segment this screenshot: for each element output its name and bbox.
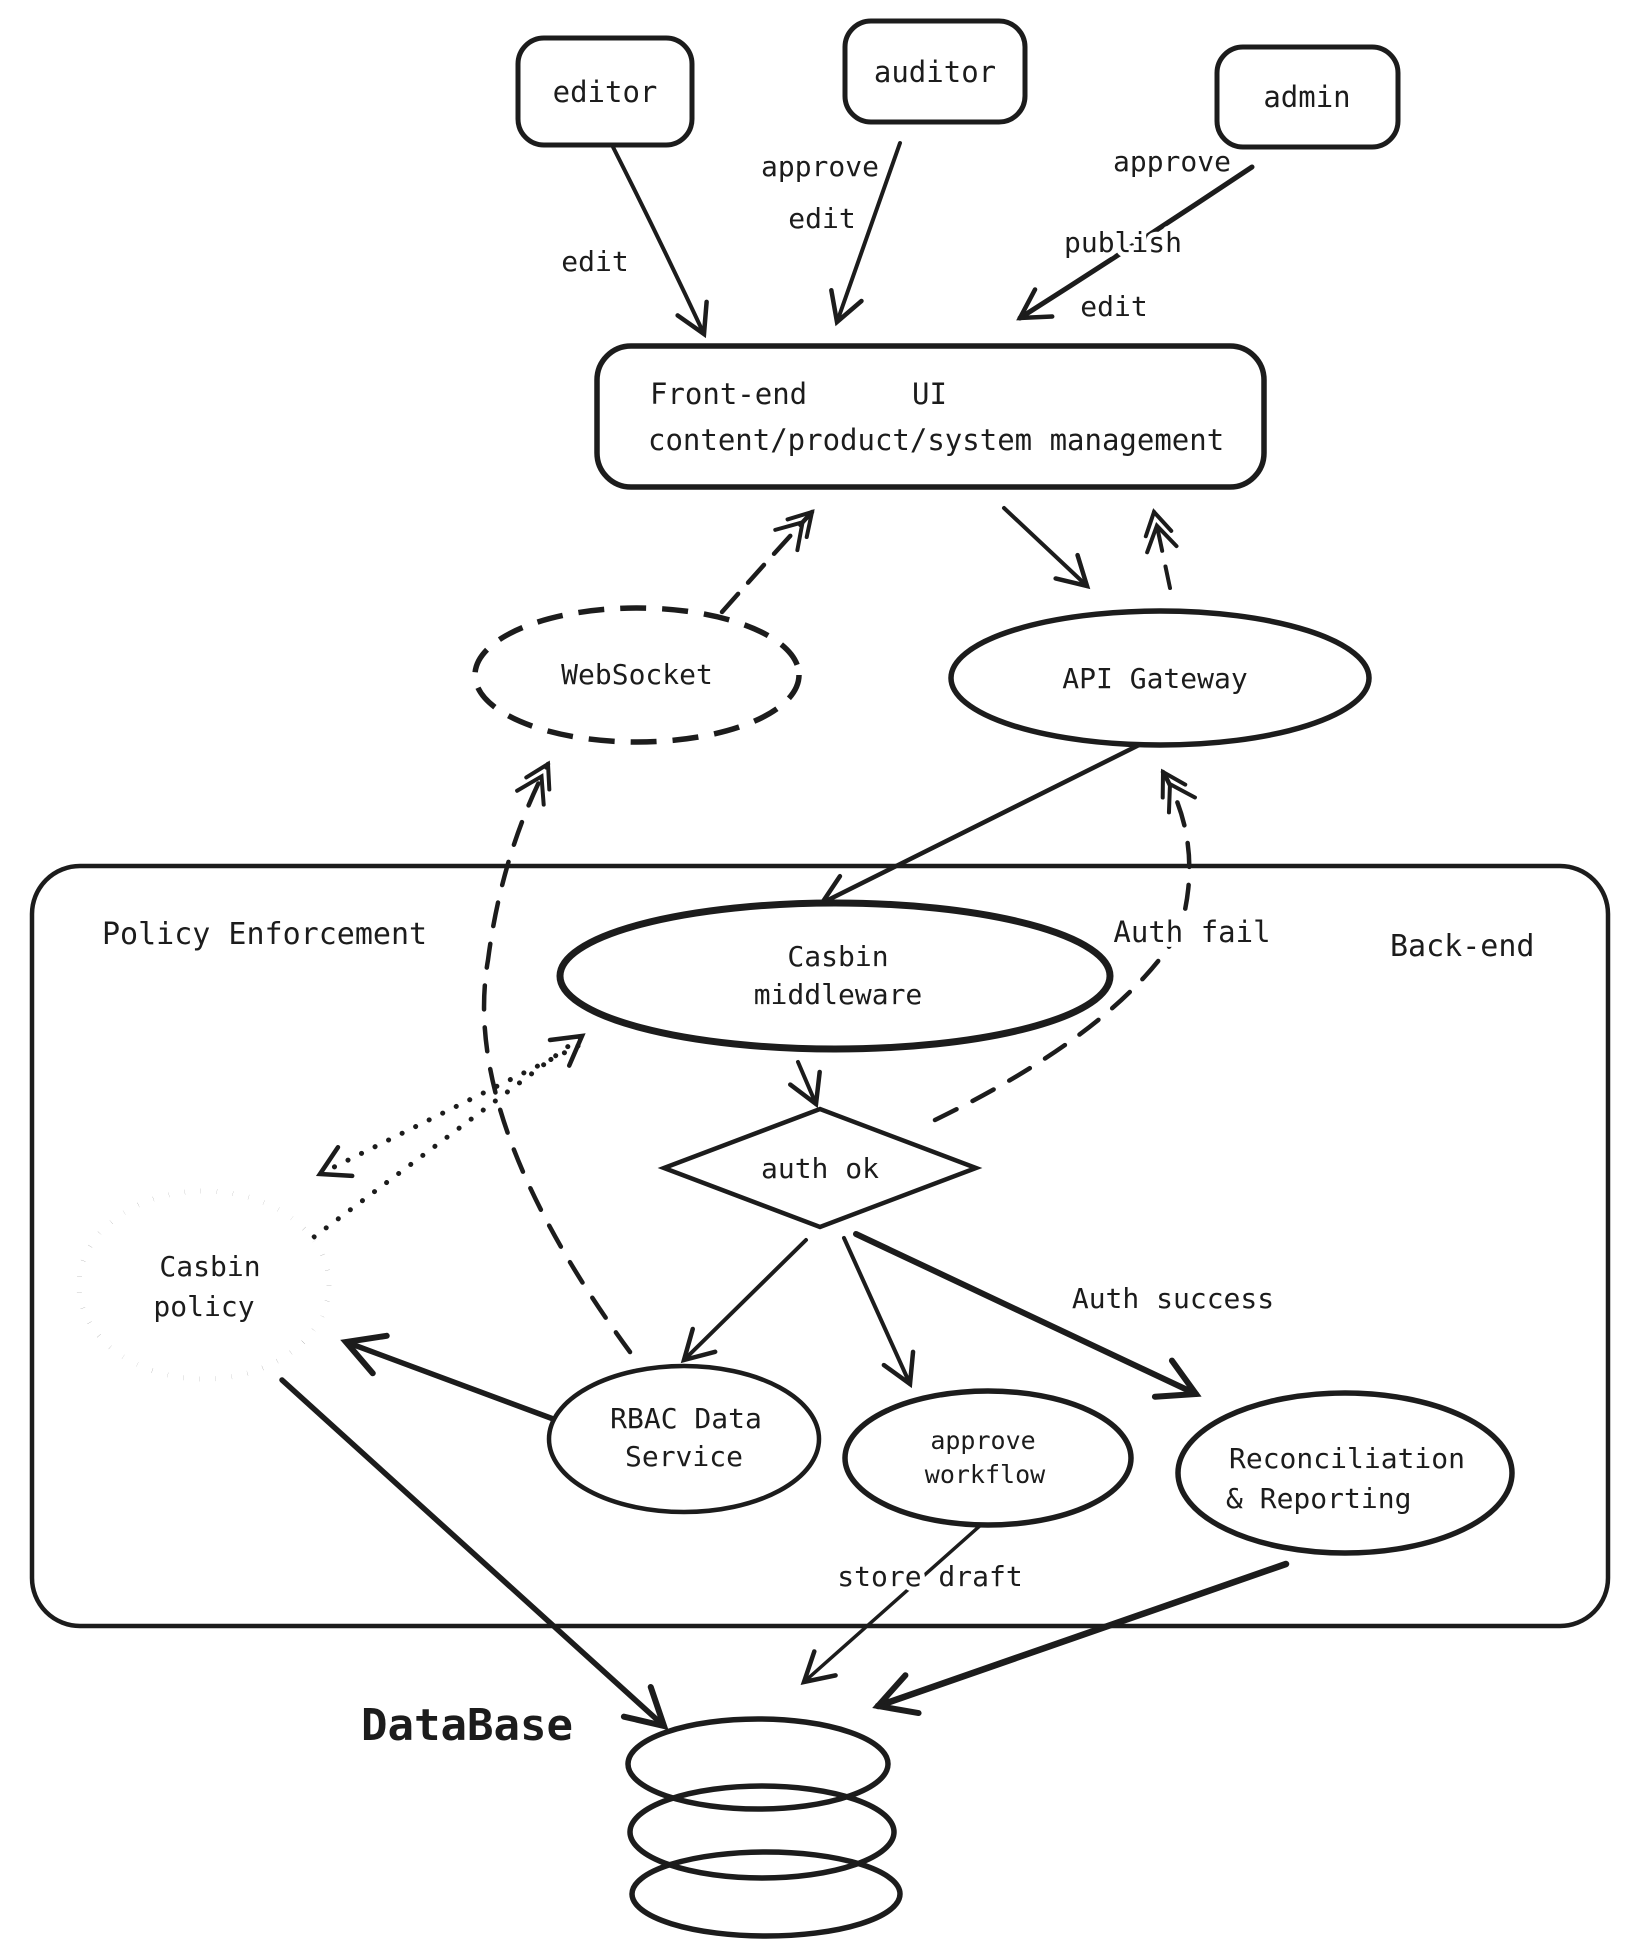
database-node: DataBase	[361, 1700, 903, 1939]
frontend-title: UI	[912, 377, 947, 411]
edge-apigateway-to-frontend-dashed	[1143, 508, 1179, 590]
policy-enforcement-box	[29, 863, 1611, 1629]
casbin-policy-label-line1: Casbin	[159, 1250, 260, 1283]
label-editor-edit: edit	[561, 245, 628, 278]
label-admin-publish: publish	[1064, 226, 1182, 259]
editor-label: editor	[553, 75, 658, 109]
casbin-middleware-label-line2: middleware	[754, 978, 923, 1011]
edge-editor-to-frontend	[611, 145, 709, 339]
rbac-label-line2: Service	[625, 1440, 743, 1473]
auth-ok-diamond	[657, 1106, 983, 1230]
actor-admin: admin	[1214, 44, 1401, 150]
edge-authok-to-rbac	[680, 1238, 808, 1364]
casbin-policy-ellipse	[76, 1188, 332, 1382]
edge-rbac-to-websocket-dashed	[481, 760, 633, 1355]
reconciliation-label-line2: & Reporting	[1226, 1482, 1411, 1515]
auth-ok-label: auth ok	[761, 1152, 879, 1185]
websocket-label: WebSocket	[561, 658, 713, 691]
frontend-subtitle: content/product/system management	[648, 423, 1224, 457]
casbin-middleware-label-line1: Casbin	[787, 940, 888, 973]
edge-middleware-to-policy-dotted	[315, 1043, 581, 1179]
label-auditor-edit: edit	[788, 202, 855, 235]
api-gateway-label: API Gateway	[1062, 662, 1247, 695]
edge-websocket-to-frontend-dashed	[719, 509, 815, 615]
edge-middleware-to-authok	[788, 1060, 822, 1109]
websocket-ellipse	[472, 605, 802, 745]
label-auth-success: Auth success	[1072, 1282, 1274, 1315]
reconciliation-label-line1: Reconciliation	[1229, 1442, 1465, 1475]
editor-box	[515, 35, 695, 148]
rbac-label-line1: RBAC Data	[610, 1402, 762, 1435]
frontend-region-label: Front-end	[650, 377, 807, 411]
casbin-middleware-ellipse	[556, 899, 1114, 1053]
edge-reconciliation-to-database	[872, 1560, 1290, 1717]
edge-policy-to-database	[279, 1377, 669, 1731]
policy-enforcement-label: Policy Enforcement	[102, 917, 427, 952]
label-store-draft: store draft	[837, 1560, 1022, 1593]
actor-auditor: auditor	[842, 18, 1028, 125]
label-admin-approve: approve	[1113, 145, 1231, 178]
label-auth-fail: Auth fail	[1113, 915, 1270, 949]
api-gateway-node: API Gateway	[948, 608, 1372, 748]
database-coil-2	[627, 1783, 897, 1881]
backend-label: Back-end	[1390, 929, 1535, 964]
rbac-ellipse	[546, 1363, 822, 1515]
rbac-data-service-node: RBAC Data Service	[546, 1363, 822, 1515]
websocket-node: WebSocket	[472, 605, 802, 745]
approve-workflow-label-line1: approve	[930, 1426, 1035, 1455]
edge-authok-to-workflow	[842, 1236, 916, 1389]
approve-workflow-node: approve workflow	[842, 1388, 1134, 1528]
reconciliation-node: Reconciliation & Reporting	[1175, 1390, 1515, 1556]
api-gateway-ellipse	[948, 608, 1372, 748]
casbin-policy-label-line2: policy	[153, 1290, 254, 1323]
frontend-box	[594, 343, 1267, 490]
edge-admin-to-frontend	[1016, 164, 1255, 321]
label-admin-edit: edit	[1080, 290, 1147, 323]
admin-label: admin	[1263, 80, 1350, 114]
label-auditor-approve: approve	[761, 150, 879, 183]
edges	[279, 141, 1290, 1731]
actor-editor: editor	[515, 35, 695, 148]
casbin-middleware-node: Casbin middleware	[556, 899, 1114, 1053]
casbin-policy-node: Casbin policy	[76, 1188, 332, 1382]
database-label: DataBase	[361, 1700, 573, 1751]
reconciliation-ellipse	[1175, 1390, 1515, 1556]
auditor-label: auditor	[874, 55, 996, 89]
admin-box	[1214, 44, 1401, 150]
database-coil-1	[625, 1716, 891, 1812]
edge-workflow-to-database	[800, 1522, 984, 1686]
database-coil-3	[629, 1849, 903, 1939]
edge-auditor-to-frontend	[829, 141, 902, 327]
edge-policy-to-middleware-dotted	[299, 1033, 586, 1249]
approve-workflow-ellipse	[842, 1388, 1134, 1528]
edge-authok-to-reconciliation	[853, 1231, 1202, 1400]
edge-authok-to-apigateway-dashed	[932, 768, 1197, 1123]
edge-frontend-to-apigateway	[1002, 506, 1091, 590]
auth-ok-node: auth ok	[657, 1106, 983, 1230]
edge-rbac-to-policy	[340, 1332, 559, 1423]
auditor-box	[842, 18, 1028, 125]
edge-apigateway-to-middleware	[817, 741, 1144, 908]
approve-workflow-label-line2: workflow	[925, 1460, 1046, 1489]
frontend-node: Front-end UI content/product/system mana…	[594, 343, 1267, 490]
